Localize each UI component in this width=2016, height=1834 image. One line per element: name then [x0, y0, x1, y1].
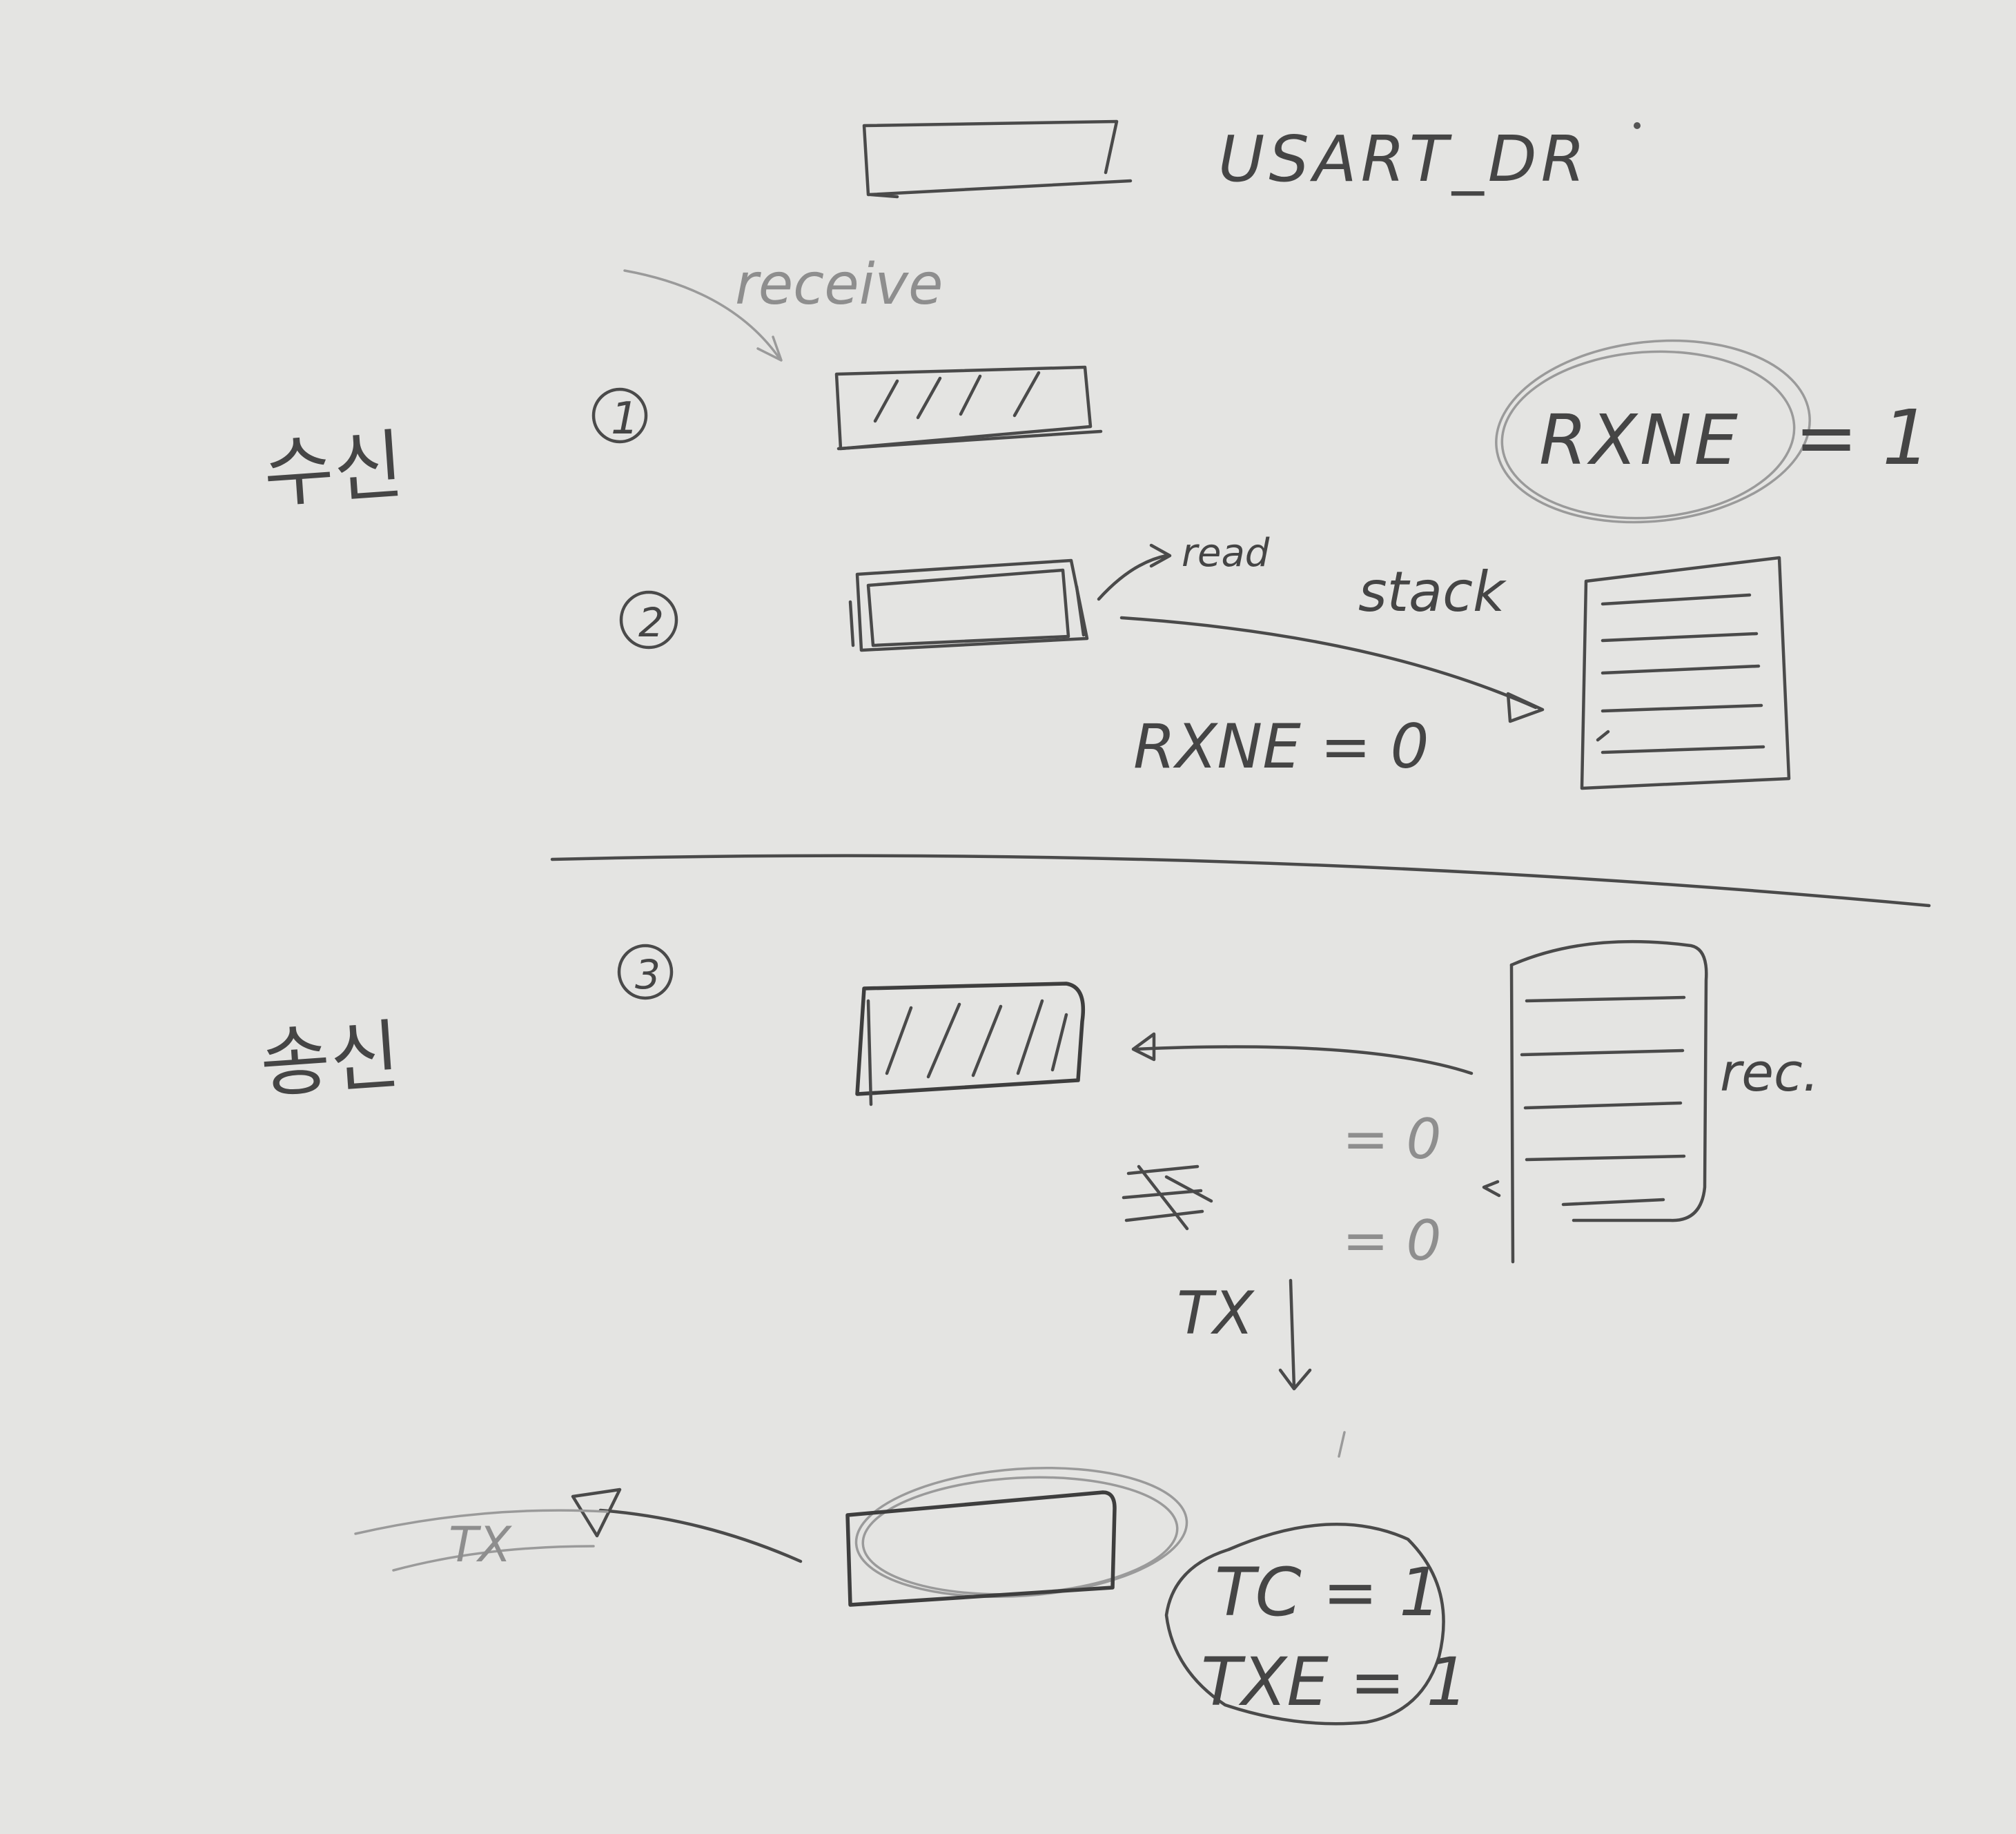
from-memory-arrow	[1131, 1032, 1474, 1075]
txe-flag: TXE = 1	[1201, 1643, 1469, 1721]
tx-memory	[1509, 939, 1708, 1264]
tx-register	[845, 1466, 1188, 1607]
arrow-mark-small	[1482, 1180, 1501, 1198]
tc-flag: TC = 1	[1215, 1554, 1441, 1631]
tc-zero-value: = 0	[1342, 1107, 1441, 1171]
dot-mark	[1634, 122, 1641, 129]
crossed-flag	[1122, 1164, 1213, 1231]
step2-register-empty	[848, 558, 1089, 652]
tx-flags-circle	[1164, 1523, 1445, 1726]
usart-dr-register	[862, 119, 1133, 199]
send-section-label: 송신	[257, 1011, 403, 1109]
rxne-flag-value: = 1	[1794, 393, 1930, 482]
to-stack-arrow	[1119, 616, 1545, 723]
read-arrow-label: read	[1182, 531, 1270, 576]
step1-marker: 1	[591, 387, 648, 445]
step2-marker: 2	[619, 590, 678, 650]
svg-text:3: 3	[635, 951, 660, 998]
stack-memory	[1580, 556, 1791, 790]
usart-dr-label: USART_DR	[1218, 122, 1589, 196]
svg-text:1: 1	[611, 393, 639, 445]
rec-label: rec.	[1720, 1042, 1819, 1103]
tx-down-arrow	[1278, 1278, 1312, 1391]
stack-label: stack	[1358, 560, 1507, 624]
rxne-flag: RXNE	[1539, 400, 1741, 480]
svg-text:2: 2	[638, 599, 664, 646]
step3-register-filled	[855, 982, 1086, 1106]
rxne-flag-circle	[1495, 339, 1811, 524]
read-arrow	[1097, 543, 1172, 601]
receive-section-label: 수신	[261, 420, 407, 518]
section-divider	[550, 854, 1931, 908]
tx-out-arrow	[354, 1487, 803, 1572]
receive-label: receive	[735, 252, 943, 318]
tx-direction-label: TX	[1177, 1279, 1255, 1348]
step1-register-filled	[834, 365, 1103, 451]
tx-out-label: TX	[449, 1516, 513, 1573]
step3-marker: 3	[617, 944, 674, 1000]
txe-zero-value: = 0	[1342, 1209, 1441, 1273]
rxne-cleared-flag: RXNE = 0	[1133, 711, 1429, 782]
receive-arrow	[623, 269, 783, 362]
tick-mark	[1338, 1431, 1346, 1458]
